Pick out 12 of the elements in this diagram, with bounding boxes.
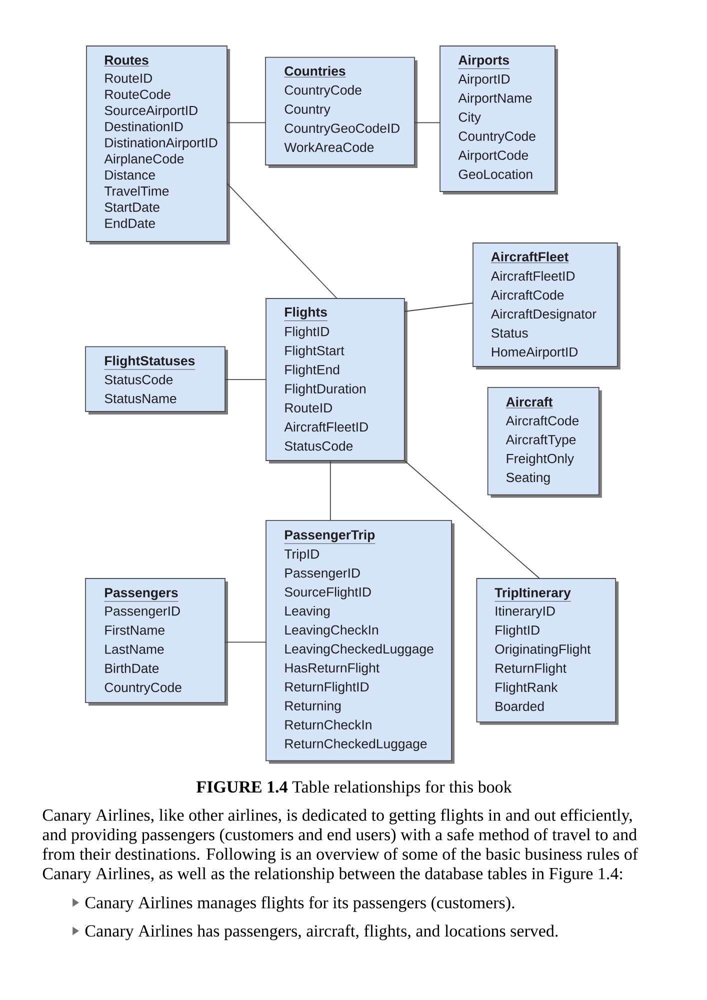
body-paragraph: Canary Airlines, like other airlines, is dedicated to getting flights in and out efficiently, and providing passengers (customers and end users) with a safe method of travel to and from their destinations. Following is an overview of some of the basic business rules of Canary Airlines, as well as the relationship between the database tables in Figure 1.4: — [42, 808, 638, 883]
relationship-line — [330, 460, 331, 521]
relationship-line — [226, 122, 266, 124]
relationship-line — [224, 379, 266, 380]
relationship-line — [414, 122, 440, 124]
relationship-line — [404, 302, 474, 312]
relationship-line — [226, 182, 338, 299]
relationship-line — [224, 642, 266, 643]
bullet-text: Canary Airlines has passengers, aircraft, flights, and locations served. — [85, 924, 558, 940]
figure-caption: FIGURE 1.4 Table relationships for this book — [196, 780, 512, 796]
bullet-text: Canary Airlines manages flights for its passengers (customers). — [85, 896, 514, 912]
relationship-line — [404, 460, 540, 579]
